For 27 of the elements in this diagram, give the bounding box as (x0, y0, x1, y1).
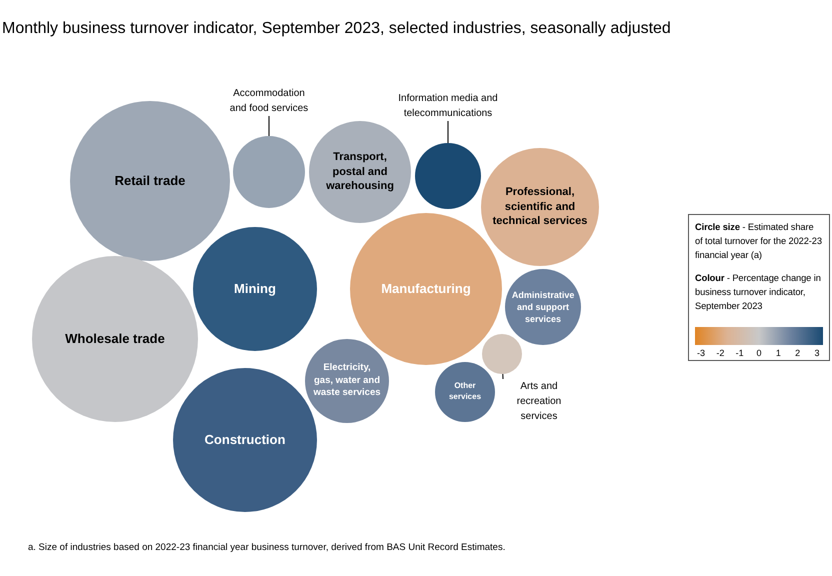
chart-title: Monthly business turnover indicator, September 2023, selected industries, seasonally adjusted (2, 20, 671, 38)
bubble-label: Transport, postal and warehousing (325, 150, 395, 194)
bubble-label: Administrative and support services (512, 288, 574, 326)
footnote: a. Size of industries based on 2022-23 financial year business turnover, derived from BAS Unit Record Estimates. (28, 542, 506, 553)
leader-line (502, 373, 504, 380)
bubble-label: Other services (448, 381, 482, 403)
tick-label: -3 (697, 348, 705, 358)
bubble-label: Manufacturing (381, 280, 471, 298)
industry-bubble (482, 334, 522, 374)
legend-text: Circle size - Estimated share of total turnover for the 2022-23 financial year (a) (695, 221, 823, 262)
bubble-label: Wholesale trade (65, 330, 165, 348)
bubble-label: Mining (234, 280, 276, 298)
callout-text: Accommodation and food services (224, 86, 314, 116)
tick-label: 3 (814, 348, 820, 358)
bubble-label: Electricity, gas, water and waste services (312, 362, 382, 400)
tick-label: 2 (795, 348, 800, 358)
bubble-label: Construction (204, 431, 286, 449)
tick-label: 1 (776, 348, 781, 358)
callout-text: Arts and recreation services (503, 379, 575, 424)
callout-text: Information media and telecommunications (388, 91, 508, 121)
tick-label: 0 (756, 348, 762, 358)
bubble-label: Retail trade (114, 172, 186, 190)
bubble-label: Professional, scientific and technical services (492, 184, 588, 230)
leader-line (268, 116, 270, 136)
tick-label: -1 (736, 348, 744, 358)
legend-text: Colour - Percentage change in business turnover indicator, September 2023 (695, 272, 822, 313)
tick-label: -2 (716, 348, 724, 358)
